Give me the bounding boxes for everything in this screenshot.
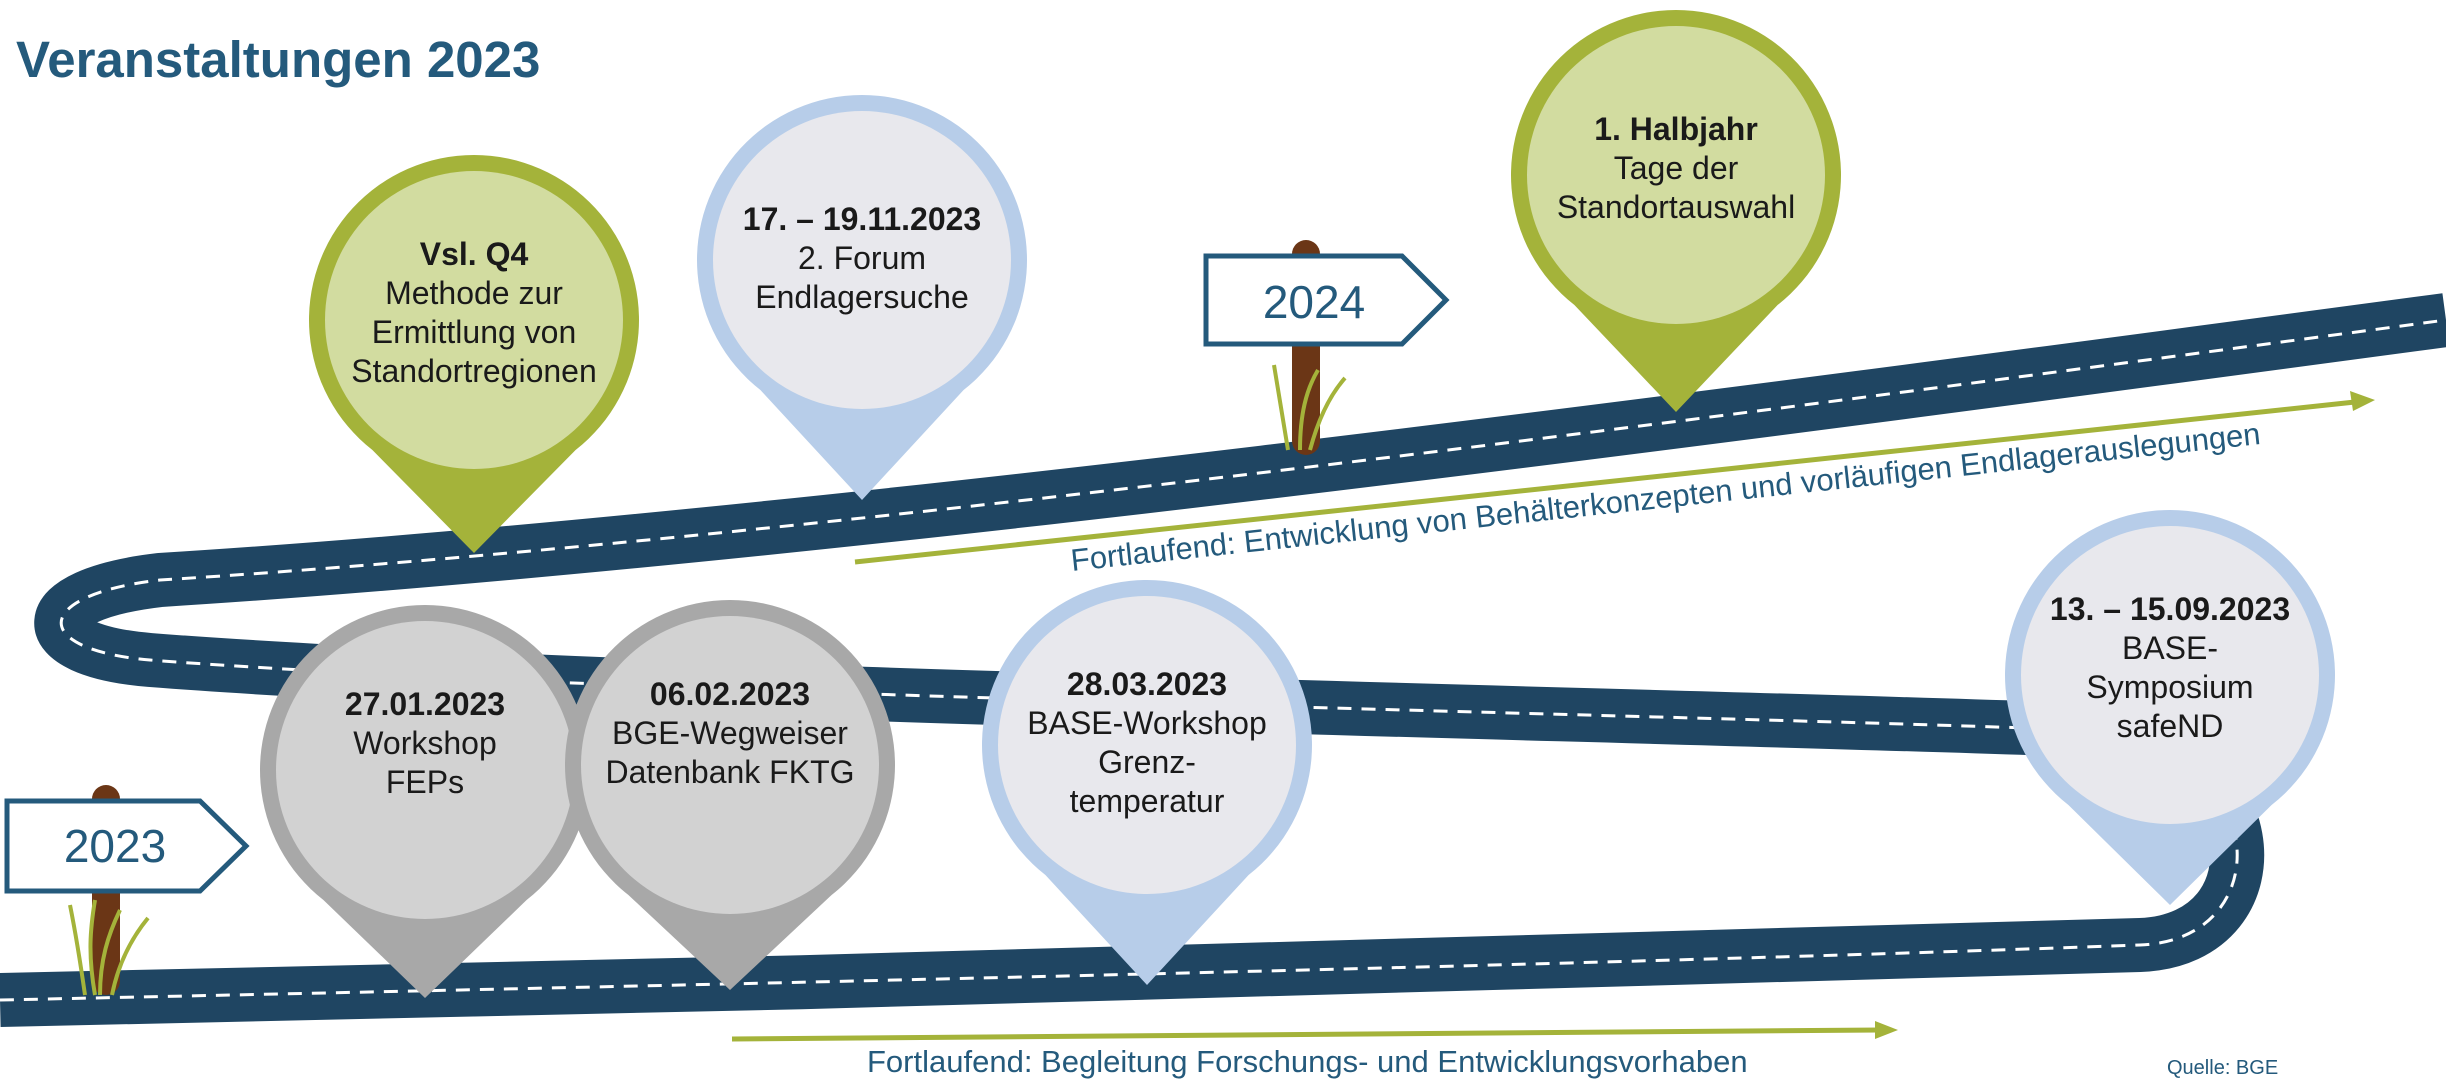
event-pin (2004, 510, 2335, 905)
event-pin (309, 154, 640, 553)
sign-2024-label: 2024 (1263, 276, 1365, 328)
pin-face (713, 111, 1011, 409)
ongoing-arrow-bottom (731, 1027, 1881, 1042)
ongoing-text-bottom: Fortlaufend: Begleitung Forschungs- und … (867, 1044, 1748, 1079)
sign-2023: 2023 (4, 785, 250, 996)
event-title: 2. Forum Endlagersuche (755, 240, 969, 315)
event-title: Methode zur Ermittlung von Standortregio… (351, 275, 597, 389)
event-title: BASE- Symposium safeND (2086, 630, 2254, 744)
pin-face (998, 596, 1296, 894)
event-title: Workshop FEPs (353, 725, 497, 800)
grass (68, 899, 150, 996)
grass (1272, 364, 1347, 451)
ongoing-arrowhead-top (2350, 391, 2375, 411)
event-pins (260, 9, 2335, 998)
event-date: 17. – 19.11.2023 (742, 201, 982, 237)
event-title: BGE-Wegweiser Datenbank FKTG (605, 715, 855, 790)
event-title: Tage der Standortauswahl (1556, 150, 1796, 225)
event-pin (982, 579, 1312, 985)
pin-face (581, 616, 879, 914)
event-title: BASE-Workshop Grenz- temperatur (1027, 705, 1267, 819)
ongoing-arrow-top (854, 399, 2356, 565)
sign-board (4, 798, 250, 894)
pin-face (276, 621, 574, 919)
event-pin (697, 95, 1027, 500)
page-title: Veranstaltungen 2023 (16, 31, 541, 88)
sign-2024: 2024 (1203, 240, 1450, 455)
event-pin (1511, 9, 1841, 412)
ongoing-arrowhead-bottom (1875, 1021, 1898, 1039)
event-date: 27.01.2023 (344, 686, 506, 722)
source-note: Quelle: BGE (2167, 1057, 2279, 1079)
event-date: 06.02.2023 (649, 676, 811, 712)
pin-face (1527, 26, 1825, 324)
pin-face (325, 171, 623, 469)
event-date: 13. – 15.09.2023 (2049, 591, 2291, 627)
event-date: 1. Halbjahr (1594, 111, 1758, 147)
pin-face (2021, 526, 2319, 824)
event-pin (260, 604, 590, 998)
sign-2023-label: 2023 (64, 820, 166, 872)
sign-board (1203, 253, 1450, 347)
event-date: Vsl. Q4 (419, 236, 529, 272)
event-pin (565, 600, 895, 990)
event-date: 28.03.2023 (1066, 666, 1228, 702)
